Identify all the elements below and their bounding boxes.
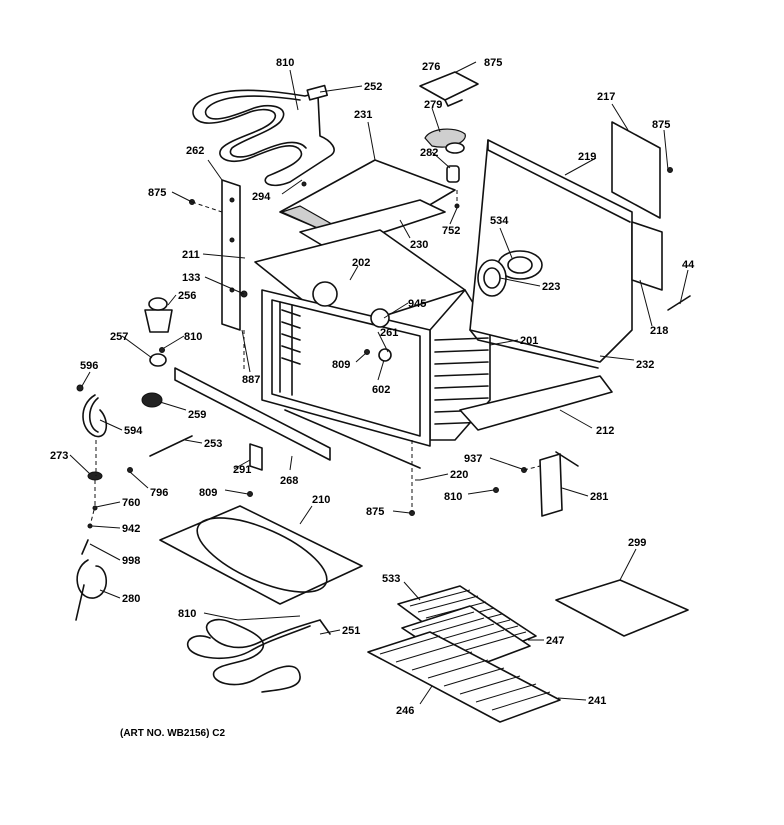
callout-219: 219 [578,151,596,163]
callout-230: 230 [410,239,428,251]
oven-cavity-201 [254,229,491,447]
callout-875: 875 [366,506,384,518]
callout-279: 279 [424,99,442,111]
callout-217: 217 [597,91,615,103]
callout-232: 232 [636,359,654,371]
callout-281: 281 [590,491,608,503]
callout-875: 875 [484,57,502,69]
callout-752: 752 [442,225,460,237]
callout-labels: 810 252 276 875 217 875 279 231 262 282 … [50,57,695,717]
callout-809: 809 [332,359,350,371]
bracket-291 [249,443,263,471]
assembly-guides [89,190,541,527]
hinge-281 [539,451,579,517]
art-number: (ART NO. WB2156) C2 [120,728,225,739]
bracket-217 [611,121,663,291]
callout-602: 602 [372,384,390,396]
callout-887: 887 [242,374,260,386]
callout-202: 202 [352,257,370,269]
callout-596: 596 [80,360,98,372]
callout-533: 533 [382,573,400,585]
back-wall-219 [469,139,633,369]
callout-810: 810 [184,331,202,343]
wire-594 [82,394,108,438]
callout-760: 760 [122,497,140,509]
callout-247: 247 [546,635,564,647]
callout-261: 261 [380,327,398,339]
callout-294: 294 [252,191,271,203]
callout-259: 259 [188,409,206,421]
cover-279 [424,128,466,154]
callout-810: 810 [444,491,462,503]
broil-element-252 [192,84,335,187]
sheet-299 [555,579,689,637]
top-panel-231 [279,159,456,251]
callout-942: 942 [122,523,140,535]
callout-945: 945 [408,298,426,310]
callout-280: 280 [122,593,140,605]
callout-262: 262 [186,145,204,157]
callout-257: 257 [110,331,128,343]
callout-256: 256 [178,290,196,302]
rod-253 [149,435,193,457]
bottom-rail-220 [284,409,421,469]
callout-44: 44 [682,259,695,271]
callout-998: 998 [122,555,140,567]
callout-210: 210 [312,494,330,506]
callout-810: 810 [276,57,294,69]
bottom-plate-212 [459,375,613,431]
leader-lines [69,61,689,705]
bake-element-251 [186,618,331,693]
callout-251: 251 [342,625,360,637]
callout-282: 282 [420,147,438,159]
callout-276: 276 [422,61,440,73]
callout-875: 875 [652,119,670,131]
callout-809: 809 [199,487,217,499]
bottom-tray-210 [159,505,363,605]
probe-273 [81,471,103,555]
callout-268: 268 [280,475,298,487]
callout-291: 291 [233,464,251,476]
switch-256 [141,297,173,408]
callout-218: 218 [650,325,668,337]
sensor-280 [75,559,108,621]
screw-44 [667,295,691,311]
callout-273: 273 [50,450,68,462]
callout-133: 133 [182,272,200,284]
callout-212: 212 [596,425,614,437]
callout-252: 252 [364,81,382,93]
callout-211: 211 [182,249,200,261]
side-bracket-262 [221,179,248,331]
oven-rack-241 [367,631,561,723]
callout-241: 241 [588,695,606,707]
callout-810: 810 [178,608,196,620]
callout-253: 253 [204,438,222,450]
callout-875: 875 [148,187,166,199]
socket-282 [446,165,460,183]
callout-796: 796 [150,487,168,499]
callout-937: 937 [464,453,482,465]
callout-246: 246 [396,705,414,717]
callout-223: 223 [542,281,560,293]
bracket-276 [419,71,479,107]
callout-534: 534 [490,215,509,227]
callout-220: 220 [450,469,468,481]
callout-299: 299 [628,537,646,549]
front-trim-268 [174,367,331,461]
callout-201: 201 [520,335,538,347]
callout-594: 594 [124,425,143,437]
callout-231: 231 [354,109,372,121]
